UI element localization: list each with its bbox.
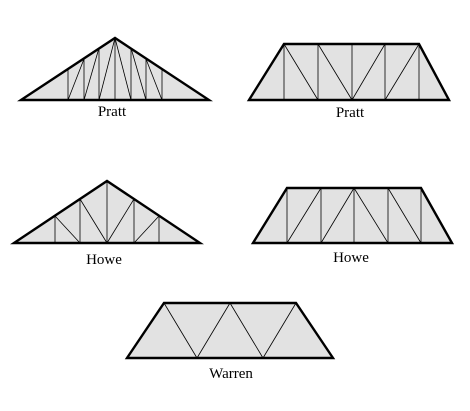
howe-bridge-truss: Howe (250, 186, 455, 266)
howe-bridge-members (286, 187, 422, 244)
pratt-roof-members (67, 37, 163, 101)
howe-roof-label: Howe (86, 252, 122, 268)
howe-roof-truss: Howe (10, 179, 204, 268)
howe-bridge-label: Howe (333, 250, 369, 266)
howe-roof-members (54, 181, 160, 244)
pratt-bridge-label: Pratt (336, 105, 365, 121)
pratt-roof-label: Pratt (98, 104, 127, 120)
warren-bridge-label: Warren (209, 366, 253, 382)
warren-bridge-members (163, 302, 297, 359)
pratt-bridge-truss: Pratt (246, 42, 452, 121)
pratt-bridge-members (283, 43, 420, 101)
pratt-roof-truss: Pratt (17, 36, 213, 120)
warren-bridge-truss: Warren (124, 301, 336, 382)
